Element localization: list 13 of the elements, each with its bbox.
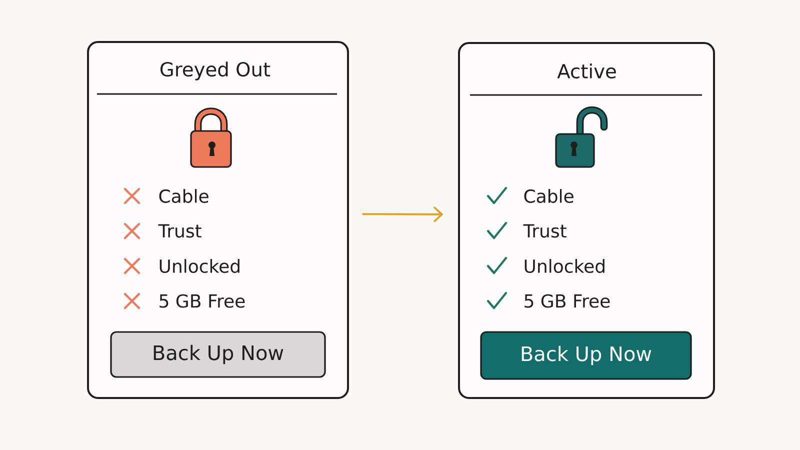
arrow [362,206,444,222]
checklist-item: 5 GB Free [524,294,610,308]
checklist-item: Trust [523,224,566,238]
checklist-item: Unlocked [160,259,240,273]
checklist-item: Unlocked [524,259,604,273]
checklist-item: Cable [159,189,208,203]
button: Back Up Now [110,331,326,378]
button: Back Up Now [480,331,692,380]
card-title: Greyed Out [160,62,270,80]
card-title: Active [557,64,616,78]
checklist-item: 5 GB Free [160,294,245,308]
checklist-item: Cable [524,189,574,203]
checklist-item: Trust [158,224,202,238]
